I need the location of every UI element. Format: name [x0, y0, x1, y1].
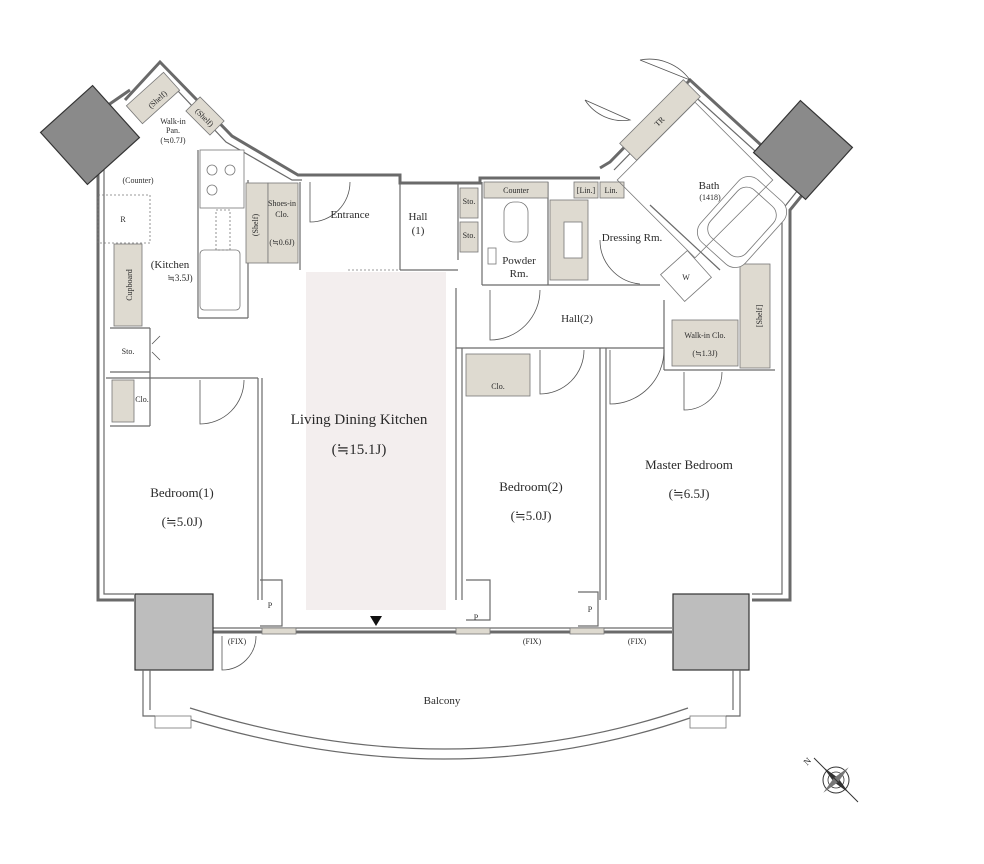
- fix-window-3-label: (FIX): [628, 637, 647, 646]
- storage-blocks: [111, 71, 771, 423]
- walkin-pan-l1: Walk-in: [160, 117, 186, 126]
- dressing-label: Dressing Rm.: [602, 232, 663, 244]
- clo-left-label: Clo.: [135, 395, 149, 404]
- lin2-label: Lin.: [604, 186, 617, 195]
- window-sash-1: [261, 627, 297, 635]
- bedroom1-size: (≒5.0J): [162, 514, 203, 529]
- doors: [151, 58, 723, 671]
- pipe-shafts: [260, 579, 599, 627]
- bath-size: (1418): [699, 193, 721, 202]
- master-bedroom-size: (≒6.5J): [669, 486, 710, 501]
- powder-label-2: Rm.: [510, 268, 529, 280]
- pipe-shaft-1-label: P: [268, 601, 273, 610]
- master-bedroom-label: Master Bedroom: [645, 457, 733, 472]
- balcony-rail: [142, 670, 741, 760]
- fix-window-2-label: (FIX): [523, 637, 542, 646]
- window-sash-2: [455, 627, 491, 635]
- washer-label: W: [682, 273, 690, 282]
- bedroom1-label: Bedroom(1): [150, 485, 214, 500]
- kitchen-size: ≒3.5J): [167, 273, 192, 283]
- powder-fixtures: [487, 201, 583, 265]
- entrance-label: Entrance: [330, 209, 369, 221]
- clo-bed2-label: Clo.: [491, 382, 505, 391]
- ldk-size: (≒15.1J): [332, 442, 387, 458]
- bath-label: Bath: [699, 180, 720, 192]
- shoes-l1: Shoes-in: [268, 199, 296, 208]
- entrance-arrow-icon: [370, 616, 382, 626]
- bedroom2-label: Bedroom(2): [499, 479, 563, 494]
- column-bottom-right: [672, 593, 750, 671]
- hall2-label: Hall(2): [561, 313, 593, 325]
- kitchen-label: (Kitchen: [151, 259, 190, 271]
- shelf-wic-label: [Shelf]: [755, 305, 764, 328]
- bedroom2-size: (≒5.0J): [511, 508, 552, 523]
- window-sash-3: [569, 627, 605, 635]
- walkin-pan-l2: Pan.: [166, 126, 180, 135]
- counter-k-label: (Counter): [122, 176, 153, 185]
- counter-pr-label: Counter: [503, 186, 529, 195]
- shoes-shelf-label: (Shelf): [251, 214, 260, 237]
- interior-walls: [106, 150, 775, 600]
- column-bottom-left: [134, 593, 214, 671]
- compass-icon: [813, 757, 859, 803]
- sto-hall-1-label: Sto.: [463, 197, 476, 206]
- walkin-clo-l2: (≒1.3J): [692, 349, 717, 358]
- sto-left-label: Sto.: [122, 347, 135, 356]
- shoes-l2: Clo.: [275, 210, 289, 219]
- shoes-l3: (≒0.6J): [269, 238, 294, 247]
- balcony-label: Balcony: [424, 695, 461, 707]
- pipe-shaft-3-label: P: [588, 605, 593, 614]
- bath-fixtures: [616, 101, 788, 302]
- pipe-shaft-2-label: P: [474, 613, 479, 622]
- sto-hall-2-label: Sto.: [463, 231, 476, 240]
- ldk-label: Living Dining Kitchen: [291, 412, 428, 428]
- walkin-clo-l1: Walk-in Clo.: [684, 331, 725, 340]
- kitchen-fixtures: [97, 149, 245, 311]
- walkin-pan-l3: (≒0.7J): [160, 136, 185, 145]
- cupboard-label: Cupboard: [125, 269, 134, 301]
- hall1-num: (1): [412, 225, 425, 237]
- hall1-label: Hall: [409, 211, 428, 223]
- ldk-floor-tint: [306, 272, 446, 610]
- lin1-label: [Lin.]: [577, 186, 596, 195]
- powder-label: Powder: [502, 255, 536, 267]
- fix-window-1-label: (FIX): [228, 637, 247, 646]
- fridge-label: R: [120, 215, 126, 224]
- compass-north-label: N: [801, 755, 813, 767]
- pillar-top-right: [752, 99, 854, 201]
- pillar-top-left: [39, 84, 141, 186]
